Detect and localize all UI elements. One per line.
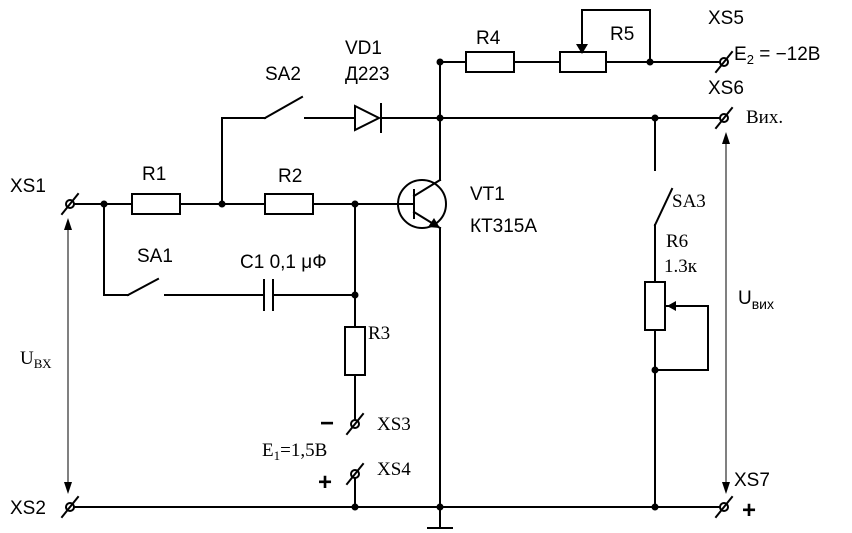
input-voltage-arrow [64, 218, 72, 494]
resistor-r1 [131, 193, 181, 215]
label-xs7: XS7 [734, 470, 770, 491]
terminal-xs1 [60, 192, 80, 216]
terminal-xs5 [714, 50, 734, 74]
terminal-xs6 [714, 106, 734, 130]
label-xs6: XS6 [708, 78, 744, 99]
label-u-out: Uвих [738, 288, 774, 312]
plus-sign-xs7: + [742, 497, 756, 524]
label-xs5: XS5 [708, 8, 744, 29]
diode-vd1 [354, 103, 382, 133]
label-vd1: VD1 [345, 38, 382, 59]
label-r1: R1 [142, 164, 166, 185]
resistor-r5 [559, 51, 607, 73]
switch-sa1 [126, 277, 160, 297]
label-e1: E1=1,5В [262, 440, 327, 463]
terminal-xs4 [345, 462, 365, 486]
label-c1: C1 0,1 μФ [240, 252, 327, 273]
r5-wiper-arrow [576, 44, 588, 54]
label-r2: R2 [278, 166, 302, 187]
transistor-vt1 [397, 178, 447, 230]
label-output: Вих. [746, 107, 783, 128]
label-e2: E2 = −12В [734, 44, 820, 67]
resistor-r4 [465, 51, 515, 73]
terminal-xs2 [60, 495, 80, 519]
r6-wiper-arrow [667, 301, 676, 311]
wires [69, 9, 721, 529]
resistor-r2 [264, 193, 314, 215]
label-xs1: XS1 [10, 176, 46, 197]
label-vt1-type: КТ315А [470, 216, 537, 237]
switch-sa2 [263, 95, 304, 120]
terminal-xs3 [345, 412, 365, 436]
label-xs2: XS2 [10, 498, 46, 519]
label-r5: R5 [610, 24, 634, 45]
label-r6-value: 1.3к [664, 256, 698, 277]
label-vt1: VT1 [470, 184, 505, 205]
plus-sign-xs4: + [318, 469, 332, 496]
label-r3: R3 [368, 323, 390, 344]
minus-sign-xs3: − [320, 410, 334, 437]
label-vd1-type: Д223 [345, 64, 390, 85]
label-r4: R4 [476, 28, 501, 49]
label-u-in: UВХ [20, 348, 52, 371]
switch-sa3 [653, 187, 674, 227]
label-r6: R6 [666, 231, 688, 252]
junction-dots [100, 58, 659, 511]
label-sa1: SA1 [137, 246, 173, 267]
resistor-r6 [644, 281, 666, 331]
label-sa2: SA2 [265, 64, 301, 85]
label-sa3: SA3 [672, 191, 706, 212]
output-voltage-arrow [722, 132, 730, 494]
label-xs3: XS3 [377, 414, 411, 435]
capacitor-c1 [263, 279, 274, 311]
label-xs4: XS4 [377, 459, 411, 480]
terminal-xs7 [714, 495, 734, 519]
resistor-r3 [344, 326, 366, 376]
